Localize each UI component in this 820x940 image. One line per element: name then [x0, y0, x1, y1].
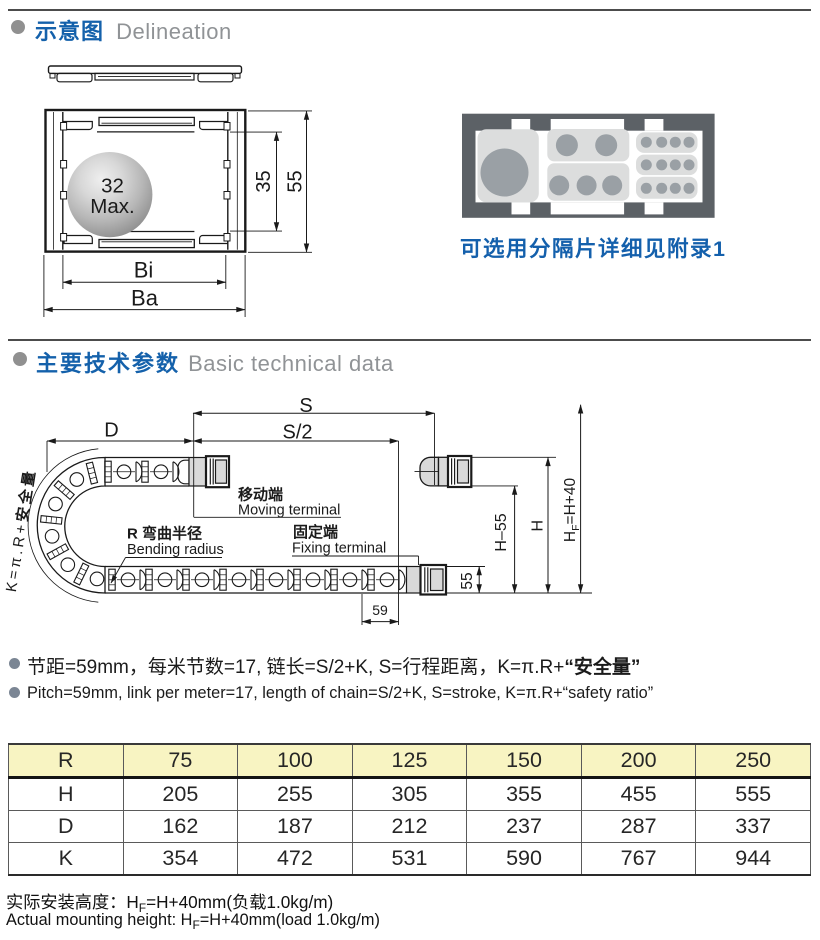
svg-text:固定端: 固定端	[293, 523, 338, 541]
svg-text:35: 35	[253, 170, 275, 192]
svg-text:Moving terminal: Moving terminal	[238, 503, 340, 519]
svg-text:Ba: Ba	[131, 285, 159, 310]
svg-text:H: H	[530, 520, 547, 532]
svg-text:Max.: Max.	[90, 195, 134, 218]
svg-text:K=π.R+安全量: K=π.R+安全量	[2, 467, 39, 593]
svg-text:S/2: S/2	[282, 422, 312, 444]
svg-text:55: 55	[459, 572, 476, 589]
svg-text:Bending radius: Bending radius	[127, 542, 224, 558]
svg-text:32: 32	[101, 175, 124, 198]
svg-text:移动端: 移动端	[238, 486, 283, 504]
svg-text:R 弯曲半径: R 弯曲半径	[127, 525, 202, 543]
svg-text:59: 59	[372, 602, 388, 618]
svg-text:H–55: H–55	[493, 513, 510, 551]
svg-text:Bi: Bi	[134, 258, 154, 283]
svg-text:Fixing terminal: Fixing terminal	[292, 541, 386, 557]
svg-text:55: 55	[285, 170, 307, 192]
svg-text:HF=H+40: HF=H+40	[562, 478, 582, 543]
svg-text:D: D	[104, 420, 118, 442]
